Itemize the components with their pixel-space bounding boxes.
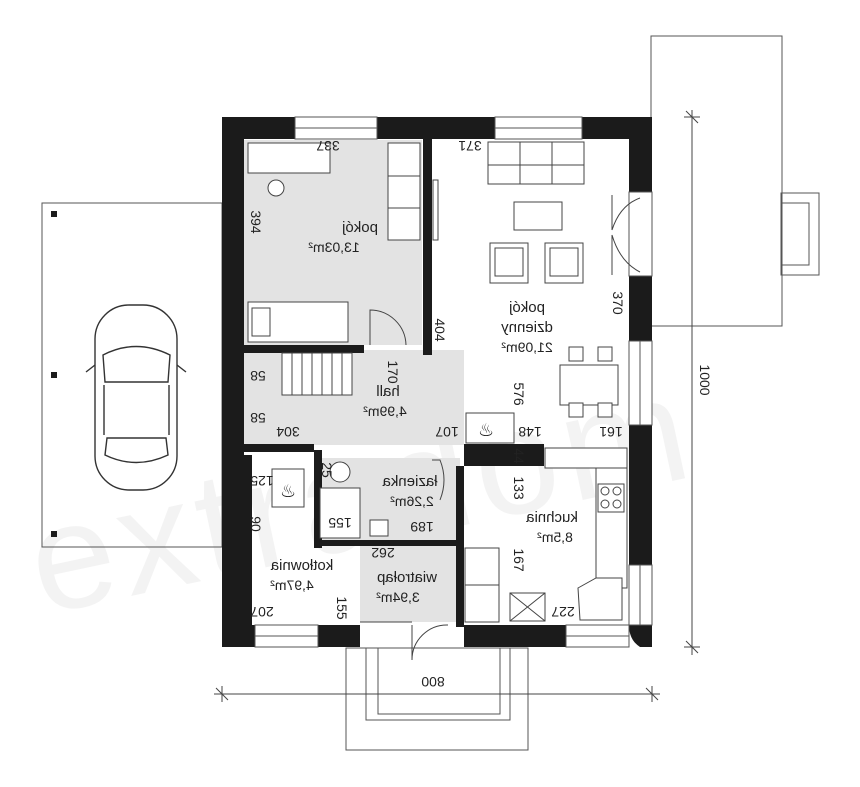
doors [360,195,641,661]
dim-hall-1: 58 [250,368,266,384]
room-living-area: 21,09m² [501,339,553,355]
dim-door-148: 148 [518,424,542,440]
dim-hall-height: 170 [385,360,401,384]
dim-167: 167 [511,548,527,572]
dim-155-bath: 155 [328,515,352,531]
car-icon [85,304,187,491]
dim-terrace-depth: 370 [610,291,626,315]
room-lazienka-name: łazienka [382,473,438,490]
room-pokoj-area: 13,03m² [308,239,360,255]
dim-hall-2: 58 [250,410,266,426]
dim-207: 207 [250,604,274,620]
room-living-name-2: dzienny [501,319,553,336]
dim-227: 227 [551,604,575,620]
vertical-dim-labels: 1000 394 404 170 576 370 44 133 90 25 16… [248,210,713,620]
dim-labels: 800 337 371 58 58 304 107 148 161 125 15… [250,138,623,690]
dimension-lines [214,110,700,702]
dim-262: 262 [371,545,395,561]
dim-25: 25 [319,462,335,478]
dim-living-width: 371 [458,138,482,154]
room-hall-area: 4,99m² [363,403,407,419]
dim-living-depth-2: 576 [511,382,527,406]
room-kuchnia-name: kuchnia [525,509,577,526]
room-labels: pokój 13,03m² pokój dzienny 21,09m² hall… [270,219,578,605]
dim-pokoj-depth: 394 [248,210,264,234]
terrace [650,35,820,327]
room-pokoj-name: pokój [342,219,378,236]
dim-total-width: 800 [421,674,445,690]
dim-pokoj-width: 337 [316,138,340,154]
room-kotlownia-name: kotłownia [270,557,333,574]
room-kuchnia-area: 8,5m² [537,529,573,545]
dim-door-107: 107 [435,424,459,440]
dim-125: 125 [250,473,274,489]
room-wiatrolap-area: 3,94m² [376,589,420,605]
dim-total-depth: 1000 [697,364,713,395]
room-wiatrolap-name: wiatrołap [377,569,438,586]
dim-44: 44 [511,448,527,464]
dim-133: 133 [511,476,527,500]
dim-155-boiler: 155 [334,596,350,620]
dim-189: 189 [410,519,434,535]
room-lazienka-area: 2,26m² [390,493,434,509]
windows [254,116,653,648]
fireplace-icon: ♨ [478,420,494,440]
walls [222,117,652,647]
dim-living-depth-1: 404 [432,318,448,342]
radiator-icon: ♨ [280,481,296,501]
dim-hall-width: 304 [276,424,300,440]
room-kotlownia-area: 4,97m² [270,577,314,593]
lamp-icon [267,179,285,197]
furniture [247,141,628,623]
dim-90: 90 [248,516,264,532]
entrance-porch [345,647,529,751]
room-hall-name: hall [376,383,399,400]
room-living-name-1: pokój [509,299,545,316]
dim-161: 161 [599,424,623,440]
